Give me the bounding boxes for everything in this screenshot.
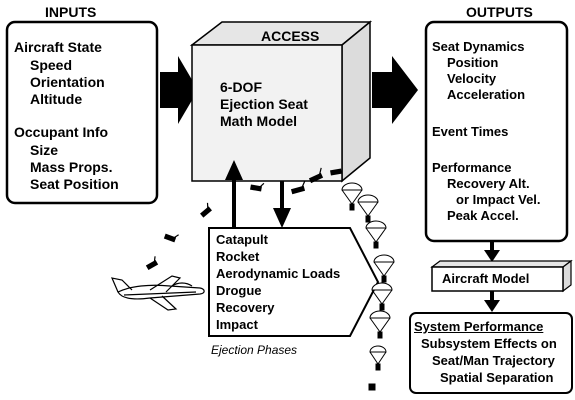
model-to-phases-arrowhead: [273, 208, 291, 228]
ejection-phases-caption: Ejection Phases: [211, 343, 298, 357]
outputs-box: [424, 20, 569, 243]
inputs-line-aircraft-state: Aircraft State: [14, 39, 102, 55]
parachute-descent-figures: [341, 182, 395, 391]
outputs-line-seat-dynamics: Seat Dynamics: [432, 39, 525, 54]
outputs-header: OUTPUTS: [466, 4, 533, 20]
system-performance-box: [409, 312, 573, 394]
outputs-line-position: Position: [447, 55, 499, 70]
inputs-line-occupant-info: Occupant Info: [14, 124, 109, 140]
outputs-line-event-times: Event Times: [432, 124, 509, 139]
outputs-line-impact-vel: or Impact Vel.: [456, 192, 541, 207]
outputs-to-aircraft-model-arrowhead: [484, 250, 500, 262]
model-box-side-face: [341, 20, 371, 183]
model-box-front-face: [191, 44, 343, 182]
model-header: ACCESS: [261, 28, 320, 44]
seat-trajectory-figures: [145, 167, 342, 271]
aircraft-model-box-top: [430, 260, 573, 268]
phase-impact: Impact: [216, 317, 258, 332]
inputs-line-seat-position: Seat Position: [30, 176, 119, 192]
aircraft-model-box-side: [562, 259, 572, 293]
system-performance-line-subsystem: Subsystem Effects on: [421, 336, 557, 351]
outputs-line-recovery-alt: Recovery Alt.: [447, 176, 530, 191]
phases-to-model-arrowhead: [225, 160, 243, 180]
outputs-line-peak-accel: Peak Accel.: [447, 208, 519, 223]
inputs-line-speed: Speed: [30, 57, 73, 73]
inputs-box: [5, 20, 159, 205]
inputs-line-altitude: Altitude: [30, 91, 83, 107]
model-to-outputs-arrow: [372, 56, 418, 124]
inputs-header: INPUTS: [45, 4, 97, 20]
inputs-line-mass-props: Mass Props.: [30, 159, 113, 175]
aircraft-sketch: [110, 275, 205, 311]
outputs-line-acceleration: Acceleration: [447, 87, 526, 102]
phase-recovery: Recovery: [216, 300, 275, 315]
system-performance-title: System Performance: [414, 319, 544, 334]
ejection-phases-box: [208, 227, 380, 337]
phase-aerodynamic-loads: Aerodynamic Loads: [216, 266, 341, 281]
phase-rocket: Rocket: [216, 249, 260, 264]
outputs-line-velocity: Velocity: [447, 71, 497, 86]
phase-drogue: Drogue: [216, 283, 262, 298]
aircraft-model-box-front: [431, 266, 564, 292]
phase-catapult: Catapult: [216, 232, 268, 247]
inputs-to-model-arrow: [160, 56, 198, 124]
inputs-line-size: Size: [30, 142, 59, 158]
aircraft-model-label: Aircraft Model: [442, 271, 530, 286]
inputs-line-orientation: Orientation: [30, 74, 105, 90]
model-line-ejection-seat: Ejection Seat: [220, 96, 308, 112]
model-line-6dof: 6-DOF: [220, 79, 262, 95]
model-line-math-model: Math Model: [220, 113, 297, 129]
system-performance-line-separation: Spatial Separation: [440, 370, 554, 385]
system-performance-line-trajectory: Seat/Man Trajectory: [432, 353, 555, 368]
outputs-line-performance: Performance: [432, 160, 512, 175]
aircraft-model-to-performance-arrowhead: [484, 300, 500, 312]
